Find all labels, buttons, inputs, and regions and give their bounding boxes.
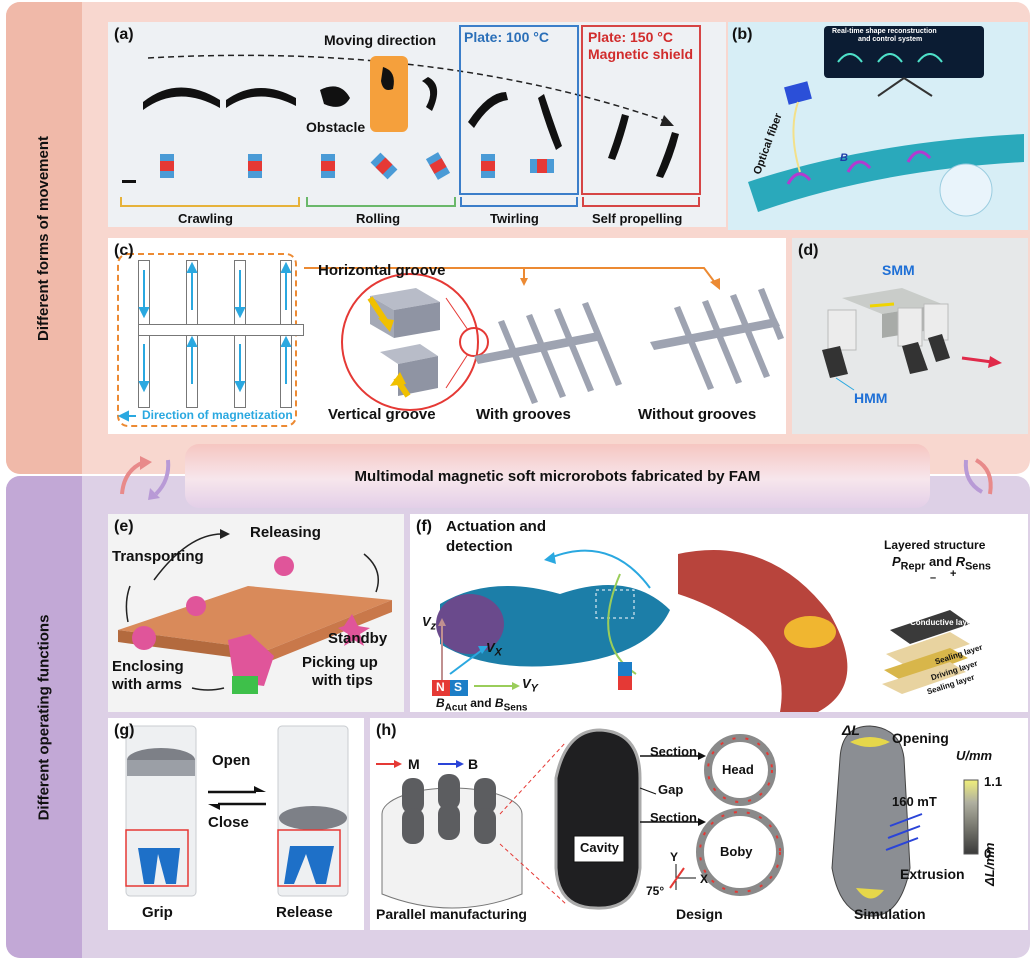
gap-label: Gap [658, 782, 684, 797]
colorbar-title: U/mm [956, 748, 993, 763]
picking-label-1: Picking up [302, 654, 378, 671]
enclosing-label-1: Enclosing [112, 658, 184, 675]
side-label-functions: Different operating functions [6, 476, 82, 958]
panel-e: (e) Releasing Transporting Standby Enclo… [108, 514, 404, 712]
panel-f-title-1: Actuation and [446, 518, 546, 535]
design-label: Design [676, 906, 723, 922]
bracket-self-propelling [582, 197, 700, 207]
opening-label: Opening [892, 730, 949, 746]
picking-label-2: with tips [312, 672, 373, 689]
vertical-groove-label: Vertical groove [328, 406, 436, 423]
magnet-crossbar [138, 324, 304, 336]
panel-g: (g) Open Close Grip Release [108, 718, 364, 930]
magnetic-shield-label: Magnetic shield [588, 46, 694, 62]
mode-rolling: Rolling [356, 211, 401, 226]
colorbar-max: 1.1 [984, 774, 1003, 789]
with-grooves-label: With grooves [476, 406, 571, 423]
panel-g-label: (g) [114, 722, 135, 739]
moving-direction-label: Moving direction [324, 32, 436, 48]
releasing-label: Releasing [250, 524, 321, 541]
bracket-twirling [460, 197, 578, 207]
panel-a-illustration [122, 25, 701, 195]
release-label: Release [276, 904, 333, 921]
bracket-rolling [306, 197, 456, 207]
head-label: Head [722, 762, 754, 777]
panel-h-illustration [376, 725, 979, 917]
magnetization-label: Direction of magnetization [142, 408, 293, 422]
horizontal-groove-label: Horizontal groove [318, 262, 446, 279]
angle-label: 75° [646, 884, 665, 898]
panel-g-illustration [125, 725, 349, 897]
banner-title: Multimodal magnetic soft microrobots fab… [185, 444, 930, 508]
standby-label: Standby [328, 630, 388, 647]
plate-100-label: Plate: 100 °C [464, 29, 549, 45]
field-strength-label: 160 mT [892, 794, 937, 809]
side-label-movement: Different forms of movement [6, 2, 82, 474]
mode-self-propelling: Self propelling [592, 211, 683, 226]
field-b-label: B [840, 152, 848, 164]
cavity-label: Cavity [580, 840, 620, 855]
panel-b-illustration [748, 26, 1024, 217]
close-label: Close [208, 814, 249, 831]
vy-label: VY [522, 676, 538, 695]
screen-title-2: and control system [858, 36, 923, 43]
panel-h-label: (h) [376, 722, 397, 739]
plate-150-label: Plate: 150 °C [588, 29, 673, 45]
bracket-crawling [120, 197, 300, 207]
y-axis-label: Y [670, 850, 679, 864]
panel-f: (f) Actuation and detection Vz VX VY N S… [410, 514, 1028, 712]
panel-a-label: (a) [114, 26, 134, 43]
section-label-1: Section [650, 744, 697, 759]
panel-d-illustration [822, 288, 1002, 391]
enclosing-label-2: with arms [112, 676, 183, 693]
hmm-label: HMM [854, 390, 888, 406]
mode-crawling: Crawling [178, 211, 233, 226]
without-grooves-label: Without grooves [638, 406, 757, 423]
vx-label: VX [486, 640, 502, 659]
plus-label: + [950, 568, 957, 580]
transporting-label: Transporting [112, 548, 204, 565]
screen-title-1: Real-time shape reconstruction [832, 28, 937, 35]
panel-c-label: (c) [114, 242, 134, 259]
panel-f-illustration [432, 549, 970, 712]
grip-label: Grip [142, 904, 173, 921]
panel-c-illustration [117, 253, 784, 427]
s-pole-label: S [454, 680, 463, 694]
p-r-label: PRepr and RSens [892, 554, 991, 573]
delta-l-label: ΔL [842, 722, 860, 738]
vz-label: Vz [422, 614, 437, 633]
section-label-2: Section [650, 810, 697, 825]
panel-h: (h) M B Parallel manufacturing Section S… [370, 718, 1028, 930]
panel-e-label: (e) [114, 518, 134, 535]
b-fields-label: BAcut and BSens [436, 696, 528, 712]
magnetization-arrows [117, 261, 292, 422]
smm-label: SMM [882, 262, 915, 278]
panel-b-label: (b) [732, 26, 753, 43]
m-legend-label: M [408, 756, 420, 772]
panel-d-label: (d) [798, 242, 819, 259]
mode-twirling: Twirling [490, 211, 539, 226]
panel-b: (b) Real-time shape reconstruction and c… [728, 22, 1028, 230]
x-axis-label: X [700, 872, 709, 886]
open-label: Open [212, 752, 251, 769]
panel-f-title-2: detection [446, 538, 513, 555]
panel-e-illustration [118, 529, 392, 694]
panel-f-label: (f) [416, 518, 432, 535]
colorbar-min: 0 [984, 846, 992, 861]
layered-structure-label: Layered structure [884, 538, 986, 552]
conductive-layer-label: Conductive layer [910, 618, 975, 627]
panel-c: (c) Direction of magnetization Horizonta… [108, 238, 786, 434]
n-pole-label: N [436, 680, 445, 694]
obstacle-label: Obstacle [306, 119, 366, 135]
panel-a: (a) Moving direction Obstacle Plate: 100… [108, 22, 726, 227]
extrusion-label: Extrusion [900, 866, 965, 882]
minus-label: – [930, 572, 937, 584]
panel-d: (d) SMM HMM [792, 238, 1028, 434]
boby-label: Boby [720, 844, 753, 859]
b-legend-label: B [468, 756, 479, 772]
parallel-manufacturing-label: Parallel manufacturing [376, 906, 527, 922]
simulation-label: Simulation [854, 906, 926, 922]
colorbar-axis-label: ΔL/mm [982, 842, 997, 886]
